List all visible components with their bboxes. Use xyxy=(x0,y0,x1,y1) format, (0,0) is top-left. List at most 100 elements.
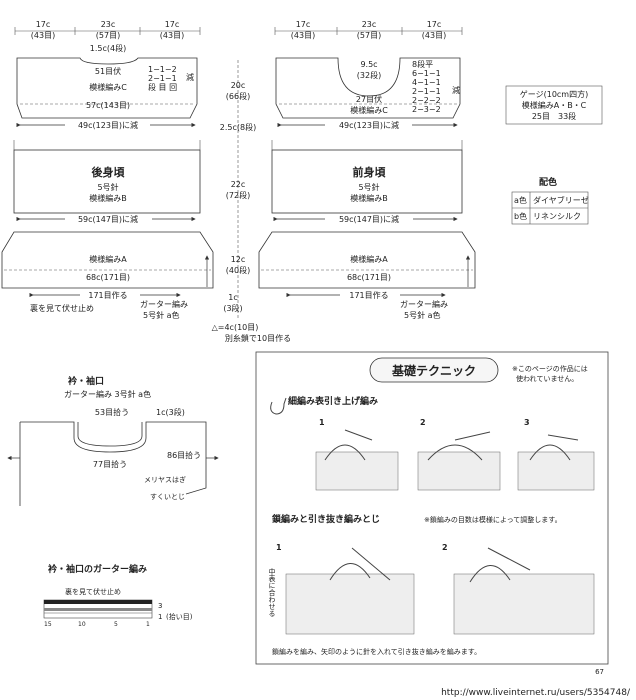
gauge-line1: 模様編みA・B・C xyxy=(522,100,587,110)
svg-text:1: 1 xyxy=(319,418,325,427)
svg-text:段 目 回: 段 目 回 xyxy=(148,82,177,92)
svg-text:2−1−1: 2−1−1 xyxy=(148,74,177,83)
back-w57: 57c(143目) xyxy=(86,101,130,110)
svg-text:8段平: 8段平 xyxy=(412,59,433,69)
front-garter: ガーター編み xyxy=(400,299,448,309)
back-w68: 68c(171目) xyxy=(86,273,130,282)
technique-sec2: 鎖編みと引き抜き編みとじ xyxy=(272,513,380,525)
back-w59: 59c(147目)に減 xyxy=(78,214,138,224)
collar-pick77: 77目拾う xyxy=(93,459,127,469)
front-hem-outline xyxy=(258,231,476,289)
garter-r1-note: (拾い目) xyxy=(166,612,193,621)
back-yoke-outline xyxy=(16,57,198,119)
back-pattern-c: 模様編みC xyxy=(89,82,127,92)
collar-outline xyxy=(20,421,207,495)
back-w2m: (57目) xyxy=(96,31,120,40)
step2-illustrations xyxy=(285,547,595,635)
front-body-rect xyxy=(271,149,463,214)
svg-text:リネンシルク: リネンシルク xyxy=(533,212,581,221)
front-garter-needle: 5号針 a色 xyxy=(404,310,441,320)
back-w49: 49c(123目)に減 xyxy=(78,120,138,130)
svg-text:(72段): (72段) xyxy=(226,190,250,200)
back-garter: ガーター編み xyxy=(140,299,188,309)
front-pattern-a: 模様編みA xyxy=(350,254,388,264)
collar-pick1c: 1c(3段) xyxy=(156,407,185,417)
svg-text:減: 減 xyxy=(186,72,194,82)
front-pattern-b: 模様編みB xyxy=(350,193,388,203)
hook-symbol-icon xyxy=(270,397,287,415)
technique-note1: ※このページの作品には xyxy=(512,364,588,373)
back-w1: 17c xyxy=(36,20,51,29)
front-title: 前身頃 xyxy=(353,165,387,179)
height-measures: 20c (66段) 2.5c(8段) 22c (72段) 12c (40段) 1… xyxy=(212,60,291,343)
back-body-rect xyxy=(13,149,201,214)
back-w2: 23c xyxy=(101,20,116,29)
svg-text:1c: 1c xyxy=(228,293,238,302)
watermark: http://www.liveinternet.ru/users/5354748… xyxy=(441,688,631,698)
svg-text:5: 5 xyxy=(114,621,118,628)
garter-r3: 3 xyxy=(158,602,162,610)
steps1: 1 2 3 xyxy=(319,418,530,427)
technique-sec1: 細編み表引き上げ編み xyxy=(288,395,378,407)
front-dec-table: 8段平 6−1−1 4−1−1 2−1−1 2−2−2 2−3−2 減 xyxy=(412,59,460,114)
collar-slip: すくいとじ xyxy=(150,493,185,501)
front-w49: 49c(123目)に減 xyxy=(339,120,399,130)
svg-text:(43目): (43目) xyxy=(291,31,315,40)
front-neck-rows: (32段) xyxy=(357,70,381,80)
back-w3: 17c xyxy=(165,20,180,29)
back-w3m: (43目) xyxy=(160,31,184,40)
back-neck-top: 1.5c(4段) xyxy=(90,43,126,53)
svg-text:(40段): (40段) xyxy=(226,265,250,275)
garter-chart-grid xyxy=(43,599,153,619)
step1-illustrations xyxy=(315,429,595,491)
svg-text:ダイヤブリーゼ: ダイヤブリーゼ xyxy=(533,195,589,205)
svg-text:10: 10 xyxy=(78,621,86,628)
svg-text:17c: 17c xyxy=(296,20,311,29)
collar-sub: ガーター編み 3号針 a色 xyxy=(64,389,151,399)
svg-text:(43目): (43目) xyxy=(422,31,446,40)
technique-header: 基礎テクニック xyxy=(391,363,476,378)
gauge-line2: 25目 33段 xyxy=(532,111,576,121)
back-garter-needle: 5号針 a色 xyxy=(143,310,180,320)
front-pattern-c: 模様編みC xyxy=(350,105,388,115)
front-needle: 5号針 xyxy=(358,182,379,192)
technique-side-label: 中表に合わせる xyxy=(268,567,276,617)
svg-text:1−1−2: 1−1−2 xyxy=(148,65,177,74)
svg-text:4−1−1: 4−1−1 xyxy=(412,78,441,87)
back-dec-table: 1−1−2 2−1−1 段 目 回 減 xyxy=(148,65,194,92)
svg-text:2−2−2: 2−2−2 xyxy=(412,96,441,105)
technique-header-pill xyxy=(369,357,499,383)
collar-pick86: 86目拾う xyxy=(167,450,201,460)
garter-r1: 1 xyxy=(158,613,162,621)
gauge-box: ゲージ(10cm四方) 模様編みA・B・C 25目 33段 xyxy=(505,85,603,125)
front-neck-bind: 27目伏 xyxy=(356,94,382,104)
technique-bottom: 鎖編みを編み、矢印のように針を入れて引き抜き編みを編みます。 xyxy=(272,647,481,656)
front-w59: 59c(147目)に減 xyxy=(339,214,399,224)
svg-text:17c: 17c xyxy=(427,20,442,29)
back-needle: 5号針 xyxy=(97,182,118,192)
svg-text:6−1−1: 6−1−1 xyxy=(412,69,441,78)
collar-pick53: 53目拾う xyxy=(95,407,129,417)
gauge-title: ゲージ(10cm四方) xyxy=(520,89,588,99)
svg-text:(3段): (3段) xyxy=(223,303,242,313)
colors-table: a色 ダイヤブリーゼ b色 リネンシルク xyxy=(511,191,589,225)
garter-chart-title: 衿・袖口のガーター編み xyxy=(48,563,147,575)
svg-text:22c: 22c xyxy=(231,180,246,189)
colors-title: 配色 xyxy=(539,176,557,188)
back-bind-wrong: 裏を見て伏せ止め xyxy=(30,303,94,313)
front-cast-on: 171目作る xyxy=(349,290,388,300)
svg-text:(57目): (57目) xyxy=(357,31,381,40)
collar-mattress: メリヤスはぎ xyxy=(144,475,186,484)
back-title: 後身頃 xyxy=(92,165,126,179)
front-width-labels: 17c (43目) 23c (57目) 17c (43目) xyxy=(291,20,446,40)
back-neck-bind: 51目伏 xyxy=(95,66,121,76)
svg-text:12c: 12c xyxy=(231,255,246,264)
technique-panel xyxy=(255,351,609,665)
svg-text:△=4c(10目): △=4c(10目) xyxy=(212,323,259,332)
collar-title: 衿・袖口 xyxy=(68,375,104,387)
svg-text:2: 2 xyxy=(442,543,448,552)
svg-text:3: 3 xyxy=(524,418,530,427)
garter-chart-bind: 裏を見て伏せ止め xyxy=(65,587,121,596)
svg-text:23c: 23c xyxy=(362,20,377,29)
